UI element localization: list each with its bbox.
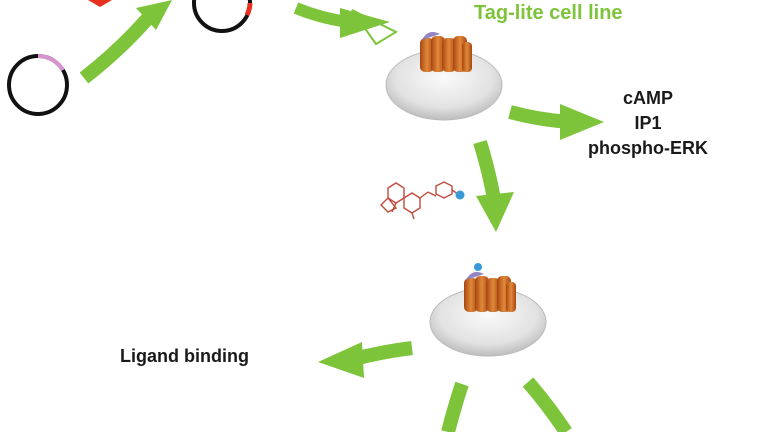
cell-line-label: Tag-lite cell line bbox=[474, 2, 623, 24]
receptor-1 bbox=[420, 32, 472, 72]
plasmid-circle-top bbox=[192, 0, 253, 33]
arrow-down-head bbox=[476, 192, 514, 232]
arrow-down-shaft bbox=[473, 139, 501, 202]
arrow-transfect-head bbox=[340, 8, 390, 38]
arrow-clone-shaft bbox=[79, 13, 154, 84]
fluorophore-dot bbox=[455, 190, 465, 200]
fluorescent-ligand-molecule bbox=[380, 181, 459, 220]
readout-phospho-erk: phospho-ERK bbox=[588, 138, 708, 158]
readout-camp: cAMP bbox=[622, 88, 673, 108]
insert-fragment-red bbox=[88, 0, 112, 7]
readout-ip1: IP1 bbox=[634, 113, 662, 133]
arrow-clone-head bbox=[136, 0, 172, 30]
arrow-transfect-outline bbox=[351, 9, 399, 46]
readout-list: cAMP IP1 phospho-ERK bbox=[574, 86, 722, 161]
arrow-readout-head bbox=[560, 104, 604, 140]
plasmid-circle-left bbox=[7, 53, 69, 116]
arrow-binding-head bbox=[318, 342, 364, 378]
bound-ligand-dot bbox=[474, 263, 482, 271]
receptor-2 bbox=[464, 272, 516, 312]
arrow-bottom-left bbox=[441, 381, 469, 432]
arrow-bottom-right bbox=[522, 377, 572, 432]
ligand-binding-label: Ligand binding bbox=[120, 346, 249, 366]
